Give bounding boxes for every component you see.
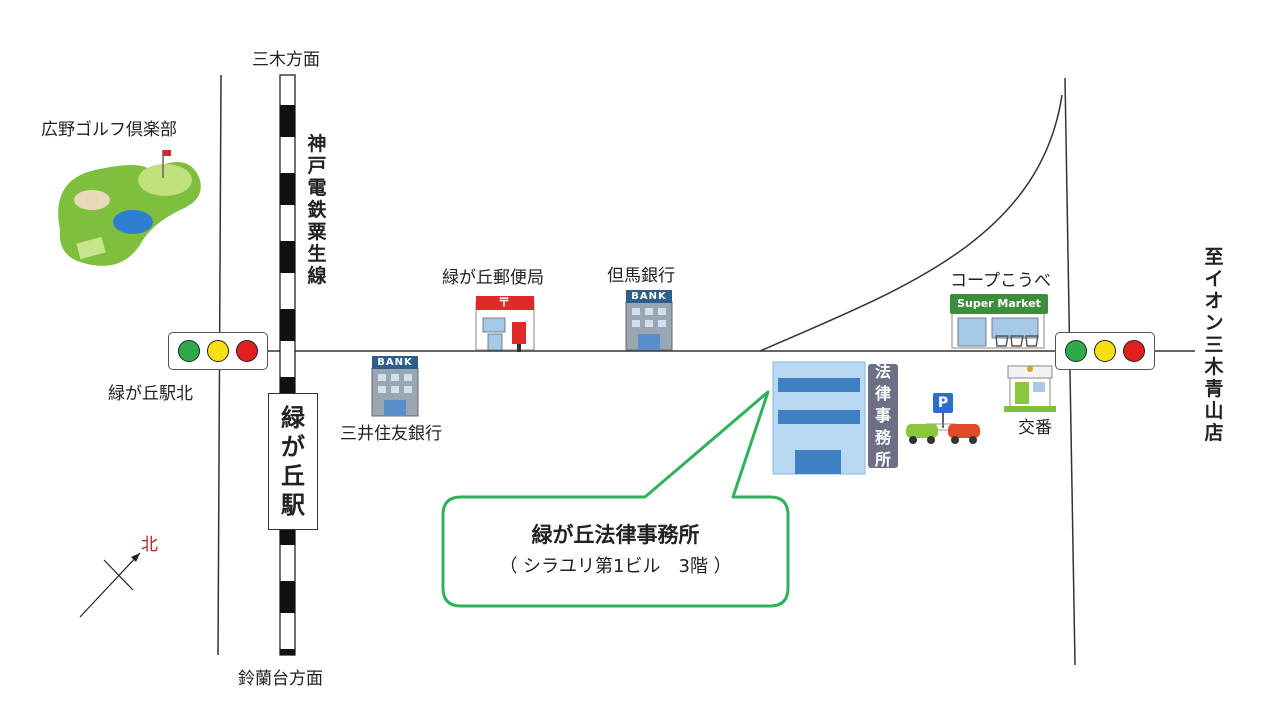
supermarket-sign: Super Market — [950, 294, 1048, 314]
smbc-bank-sign: BANK — [372, 356, 418, 369]
police-box-label: 交番 — [1018, 418, 1052, 438]
golf-course-illustration — [58, 150, 201, 266]
miki-direction-label: 三木方面 — [252, 50, 320, 70]
parking-lot-illustration — [906, 393, 980, 444]
parking-sign: P — [937, 395, 949, 411]
railway-line-label: 神戸電鉄粟生線 — [307, 133, 327, 287]
green-light-icon — [1065, 340, 1088, 362]
station-north-label: 緑が丘駅北 — [108, 384, 193, 404]
suzurandai-direction-label: 鈴蘭台方面 — [238, 669, 323, 689]
golf-club-label: 広野ゴルフ倶楽部 — [41, 120, 177, 140]
right-vertical-road — [1064, 77, 1076, 666]
traffic-light-left — [168, 332, 268, 370]
smbc-bank-building — [371, 367, 419, 417]
police-box-illustration — [1004, 365, 1056, 412]
aeon-direction-label: 至イオン三木青山店 — [1204, 246, 1224, 444]
compass-arrow — [79, 552, 141, 618]
callout-bubble — [441, 390, 790, 608]
law-office-building — [772, 361, 866, 475]
tajima-bank-sign: BANK — [626, 290, 672, 303]
supermarket-building — [951, 311, 1045, 349]
red-light-icon — [1122, 340, 1145, 362]
station-sign: 緑が丘駅 — [268, 393, 318, 530]
green-light-icon — [178, 340, 201, 362]
railway-track — [279, 74, 296, 656]
tajima-bank-label: 但馬銀行 — [607, 266, 675, 286]
co-op-label: コープこうべ — [950, 271, 1051, 291]
callout-title: 緑が丘法律事務所 — [531, 523, 700, 547]
traffic-light-right — [1055, 332, 1155, 370]
post-office-label: 緑が丘郵便局 — [442, 268, 544, 288]
curved-road — [759, 94, 1063, 352]
tajima-bank-building — [625, 301, 673, 351]
law-office-sign: 法律事務所 — [868, 362, 898, 469]
law-office-sign-text: 法律事務所 — [874, 362, 891, 469]
smbc-bank-label: 三井住友銀行 — [340, 424, 442, 444]
callout-subtitle: （ シラユリ第1ビル 3階 ） — [499, 556, 732, 577]
red-light-icon — [235, 340, 258, 362]
post-mark-sign: 〒 — [498, 295, 511, 309]
station-label: 緑が丘駅 — [281, 403, 305, 519]
yellow-light-icon — [206, 340, 229, 362]
yellow-light-icon — [1093, 340, 1116, 362]
compass-north-label: 北 — [141, 535, 158, 555]
post-office-building — [475, 296, 535, 352]
